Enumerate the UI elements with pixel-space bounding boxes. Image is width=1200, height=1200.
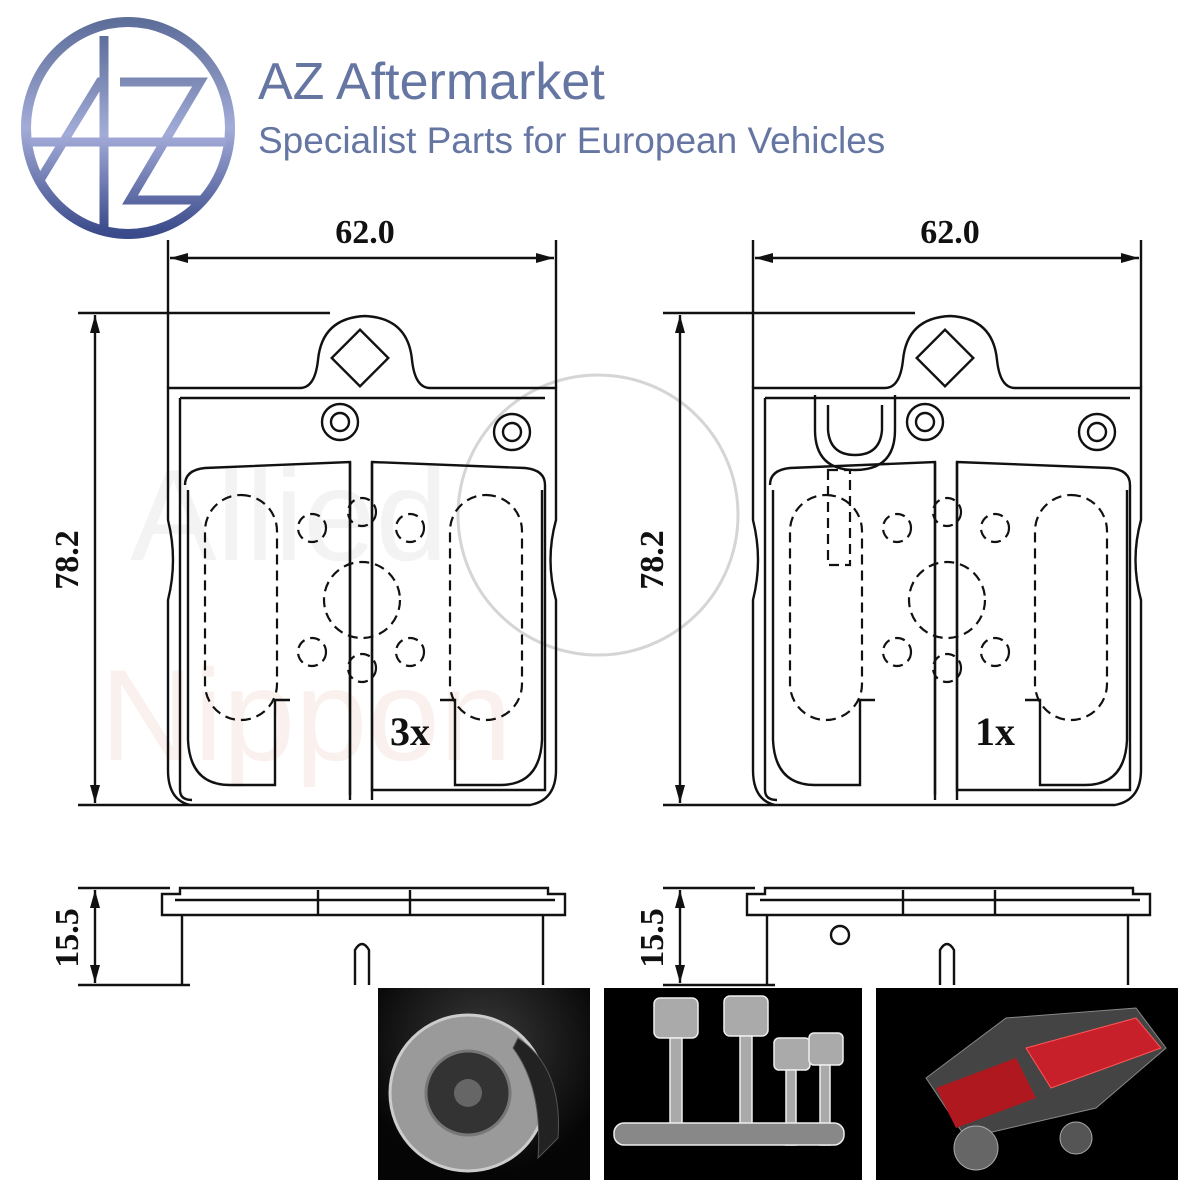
quantity-label: 1x <box>975 709 1015 754</box>
svg-text:Allied: Allied <box>130 442 448 588</box>
engine-photo <box>876 988 1178 1180</box>
pistons-photo <box>604 988 862 1180</box>
width-dimension-label: 62.0 <box>335 214 395 251</box>
brake-pad-drawing-right: 62.0 78.2 15.5 1x <box>634 214 1152 987</box>
brand-title: AZ Aftermarket <box>258 53 605 111</box>
thickness-dimension-label: 15.5 <box>634 908 671 968</box>
quantity-label: 3x <box>390 709 430 754</box>
height-dimension-label: 78.2 <box>634 530 671 590</box>
width-dimension-label: 62.0 <box>920 214 980 251</box>
az-logo <box>21 17 235 239</box>
height-dimension-label: 78.2 <box>49 530 86 590</box>
brand-subtitle: Specialist Parts for European Vehicles <box>258 120 886 161</box>
brake-pad-drawing-left: 62.0 78.2 15.5 3x <box>49 214 567 987</box>
brake-disc-photo <box>378 988 590 1180</box>
thickness-dimension-label: 15.5 <box>49 908 86 968</box>
